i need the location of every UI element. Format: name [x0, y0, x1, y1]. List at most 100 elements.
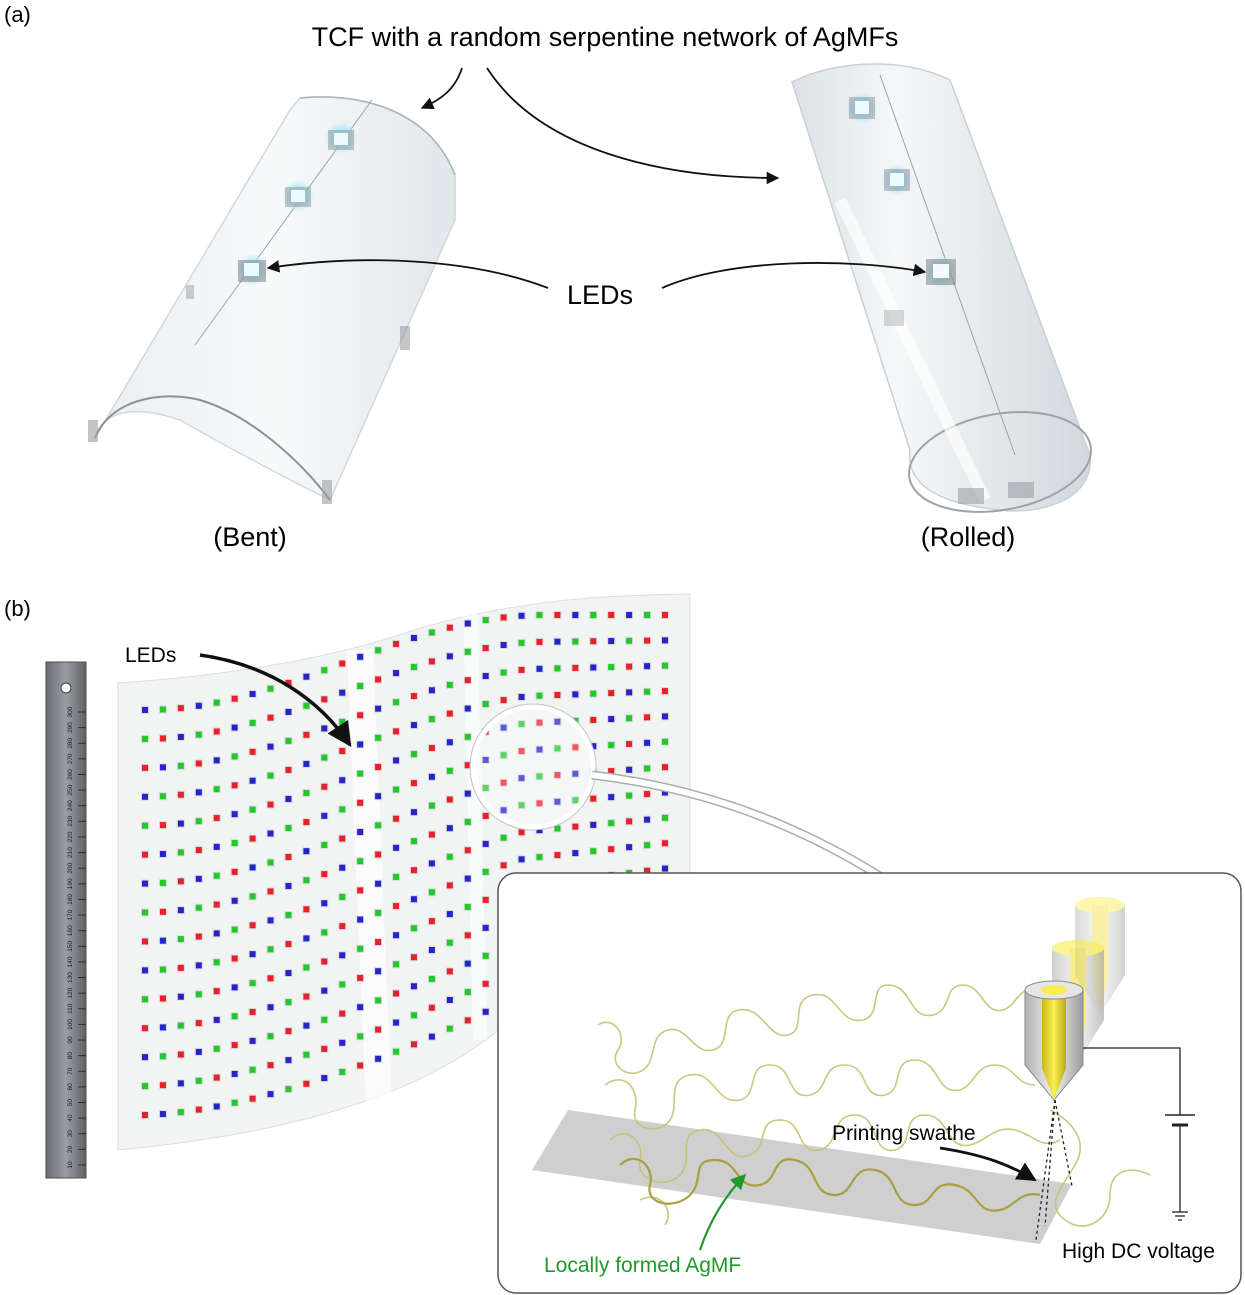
- led-pixel: [303, 1022, 310, 1029]
- led-pixel: [428, 802, 435, 809]
- led-pixel: [195, 1048, 202, 1055]
- led-pixel: [339, 1039, 346, 1046]
- ruler-tick-label: 40: [67, 1114, 74, 1122]
- led-pixel: [231, 1070, 238, 1077]
- spray-cone: [1035, 1099, 1073, 1241]
- bent-caption: (Bent): [213, 522, 287, 552]
- led-pixel: [213, 728, 220, 735]
- led-pixel: [249, 1037, 256, 1044]
- led-pixel: [357, 1004, 364, 1011]
- led-pixel: [231, 811, 238, 818]
- led-pixel: [375, 705, 382, 712]
- led-pixel: [536, 719, 543, 726]
- led-pixel: [231, 1013, 238, 1020]
- led-pixel: [321, 1045, 328, 1052]
- rolled-led-2: [881, 164, 913, 196]
- led-pixel: [159, 822, 166, 829]
- led-pixel: [321, 900, 328, 907]
- led-pixel: [572, 638, 579, 645]
- led-pixel: [518, 666, 525, 673]
- led-pixel: [644, 842, 651, 849]
- led-pixel: [428, 860, 435, 867]
- ruler-tick-label: 120: [67, 987, 74, 998]
- ruler-tick-label: 260: [67, 769, 74, 780]
- led-pixel: [249, 1066, 256, 1073]
- led-pixel: [464, 648, 471, 655]
- led-pixel: [195, 904, 202, 911]
- led-pixel: [518, 829, 525, 836]
- led-pixel: [249, 980, 256, 987]
- led-pixel: [357, 945, 364, 952]
- led-pixel: [177, 849, 184, 856]
- led-pixel: [159, 995, 166, 1002]
- ruler-tick-label: 100: [67, 1019, 74, 1030]
- led-pixel: [177, 1080, 184, 1087]
- led-pixel: [554, 745, 561, 752]
- led-pixel: [142, 1083, 148, 1090]
- led-pixel: [446, 996, 453, 1003]
- led-pixel: [446, 767, 453, 774]
- led-pixel: [572, 664, 579, 671]
- led-pixel: [321, 841, 328, 848]
- led-pixel: [608, 612, 615, 618]
- led-pixel: [285, 854, 292, 861]
- arrow-locally-formed: [698, 1173, 747, 1251]
- led-pixel: [285, 1028, 292, 1035]
- led-pixel: [339, 1068, 346, 1075]
- led-pixel: [518, 721, 525, 728]
- led-pixel: [446, 653, 453, 660]
- led-pixel: [231, 984, 238, 991]
- led-pixel: [195, 991, 202, 998]
- ruler-tick-label: 290: [67, 722, 74, 733]
- led-pixel: [464, 733, 471, 740]
- led-pixel: [662, 662, 668, 669]
- led-pixel: [482, 924, 489, 931]
- led-pixel: [536, 827, 543, 834]
- led-pixel: [428, 918, 435, 925]
- led-pixel: [303, 906, 310, 913]
- led-pixel: [142, 735, 148, 742]
- led-pixel: [482, 868, 489, 875]
- led-pixel: [482, 812, 489, 819]
- led-pixel: [177, 964, 184, 971]
- led-pixel: [267, 859, 274, 866]
- led-pixel: [428, 687, 435, 694]
- led-pixel: [195, 731, 202, 738]
- led-pixel: [177, 1051, 184, 1058]
- led-pixel: [554, 852, 561, 859]
- led-pixel: [446, 939, 453, 946]
- led-pixel: [231, 782, 238, 789]
- led-pixel: [213, 699, 220, 706]
- led-pixel: [177, 820, 184, 827]
- led-pixel: [518, 612, 525, 619]
- led-pixel: [159, 1053, 166, 1060]
- led-pixel: [142, 793, 148, 800]
- led-pixel: [626, 637, 633, 644]
- led-pixel: [285, 970, 292, 977]
- led-pixel: [339, 689, 346, 696]
- led-pixel: [142, 707, 148, 713]
- led-pixel: [446, 681, 453, 688]
- led-pixel: [590, 716, 597, 723]
- led-pixel: [142, 822, 148, 829]
- led-pixel: [375, 909, 382, 916]
- led-pixel: [177, 993, 184, 1000]
- ruler: 1020304050607080901001101201301401501601…: [45, 661, 87, 1179]
- rolled-led-3: [925, 256, 957, 288]
- bent-led-1: [325, 122, 357, 154]
- ruler-tick-label: 250: [67, 784, 74, 795]
- led-pixel: [572, 691, 579, 698]
- locally-formed-agmf-label: Locally formed AgMF: [544, 1254, 741, 1277]
- led-pixel: [662, 789, 668, 796]
- led-pixel: [590, 664, 597, 671]
- bent-film: [88, 96, 456, 504]
- agmf-network: [597, 984, 1151, 1227]
- led-pixel: [500, 669, 507, 676]
- led-pixel: [159, 937, 166, 944]
- led-pixel: [428, 716, 435, 723]
- led-pixel: [177, 878, 184, 885]
- nozzle-front: [1024, 980, 1084, 1101]
- ruler-tick-label: 30: [67, 1130, 74, 1138]
- led-pixel: [375, 997, 382, 1004]
- arrow-title-to-rolled: [486, 67, 780, 185]
